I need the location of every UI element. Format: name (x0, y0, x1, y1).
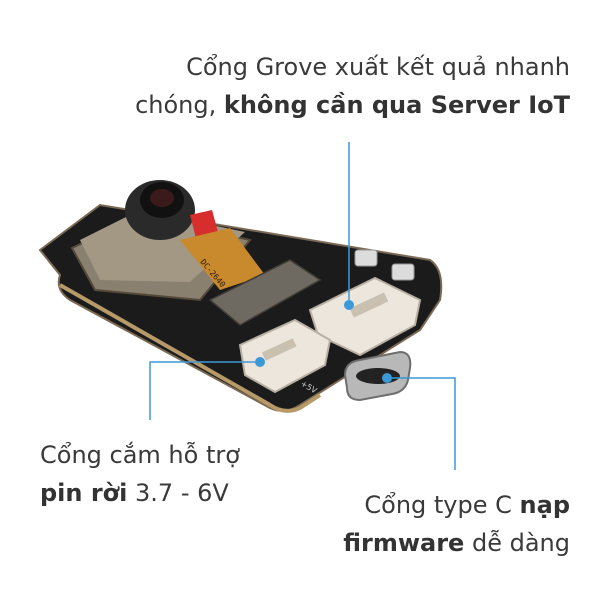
caption-battery-line2: pin rời 3.7 - 6V (40, 474, 240, 512)
leader-dot-grove (344, 300, 354, 310)
caption-usb-line1-plain: Cổng type C (364, 491, 520, 519)
caption-grove-line2: chóng, không cần qua Server IoT (135, 86, 570, 124)
caption-usb-line2-bold: firmware (343, 529, 465, 557)
pcb-edge (59, 283, 322, 413)
button-b (391, 263, 415, 281)
leader-line-usb (392, 377, 456, 470)
usb-c-opening (356, 368, 400, 384)
camera-red-tab (190, 210, 218, 238)
caption-battery: Cổng cắm hỗ trợ pin rời 3.7 - 6V (40, 436, 240, 512)
camera-ribbon (180, 228, 265, 290)
caption-usb-line2-plain: dễ dàng (464, 529, 570, 557)
caption-usb-line1: Cổng type C nạp (343, 486, 570, 524)
grove-pins-top (349, 292, 389, 318)
leader-dot-battery (255, 357, 265, 367)
caption-battery-line1: Cổng cắm hỗ trợ (40, 441, 240, 469)
caption-usb-line1-bold: nạp (519, 491, 570, 519)
button-a (354, 249, 378, 267)
caption-grove-line2-plain: chóng, (135, 91, 224, 119)
caption-grove-line2-bold: không cần qua Server IoT (223, 91, 570, 119)
fpc-connector (208, 259, 322, 326)
grove-pins-bottom (261, 338, 297, 361)
leader-dot-usb (382, 373, 392, 383)
camera-lens-ring (150, 189, 174, 207)
caption-battery-line2-bold: pin rời (40, 479, 128, 507)
caption-battery-line2-plain: 3.7 - 6V (127, 479, 229, 507)
caption-grove-line1: Cổng Grove xuất kết quả nhanh (186, 53, 570, 81)
caption-usb-line2: firmware dễ dàng (343, 524, 570, 562)
caption-usb: Cổng type C nạp firmware dễ dàng (343, 486, 570, 562)
grove-connector-bottom (238, 318, 332, 394)
caption-grove: Cổng Grove xuất kết quả nhanh chóng, khô… (135, 48, 570, 124)
leader-line-battery (149, 361, 255, 420)
